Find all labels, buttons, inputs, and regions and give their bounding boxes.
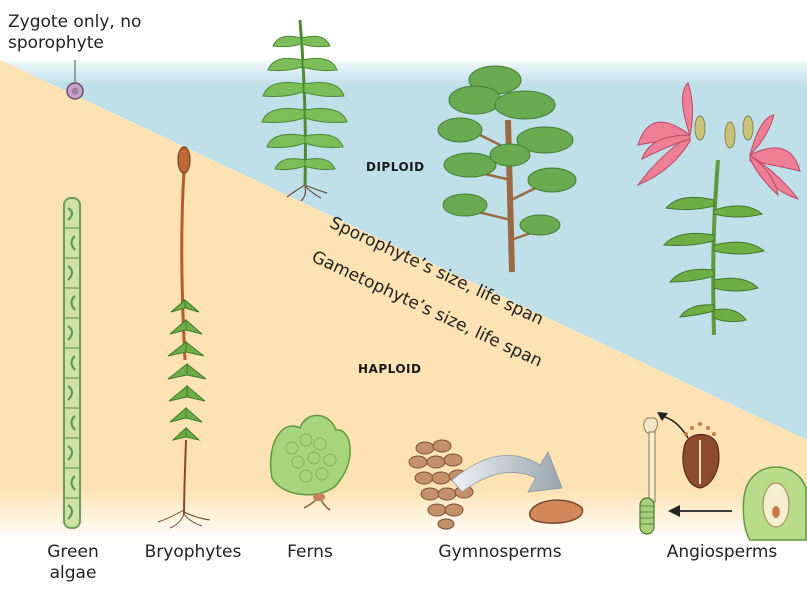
group-label-gymnosperms: Gymnosperms	[430, 542, 570, 563]
group-label-ferns: Ferns	[270, 542, 350, 563]
angiosperm-ovule-icon	[743, 467, 806, 540]
haploid-label: HAPLOID	[358, 362, 421, 376]
group-label-green-algae: Green algae	[38, 542, 108, 584]
group-label-angiosperms: Angiosperms	[655, 542, 789, 563]
group-label-bryophytes: Bryophytes	[133, 542, 253, 563]
green-algae-icon	[64, 198, 80, 528]
diploid-label: DIPLOID	[366, 160, 425, 174]
zygote-annotation: Zygote only, no sporophyte	[8, 12, 168, 54]
